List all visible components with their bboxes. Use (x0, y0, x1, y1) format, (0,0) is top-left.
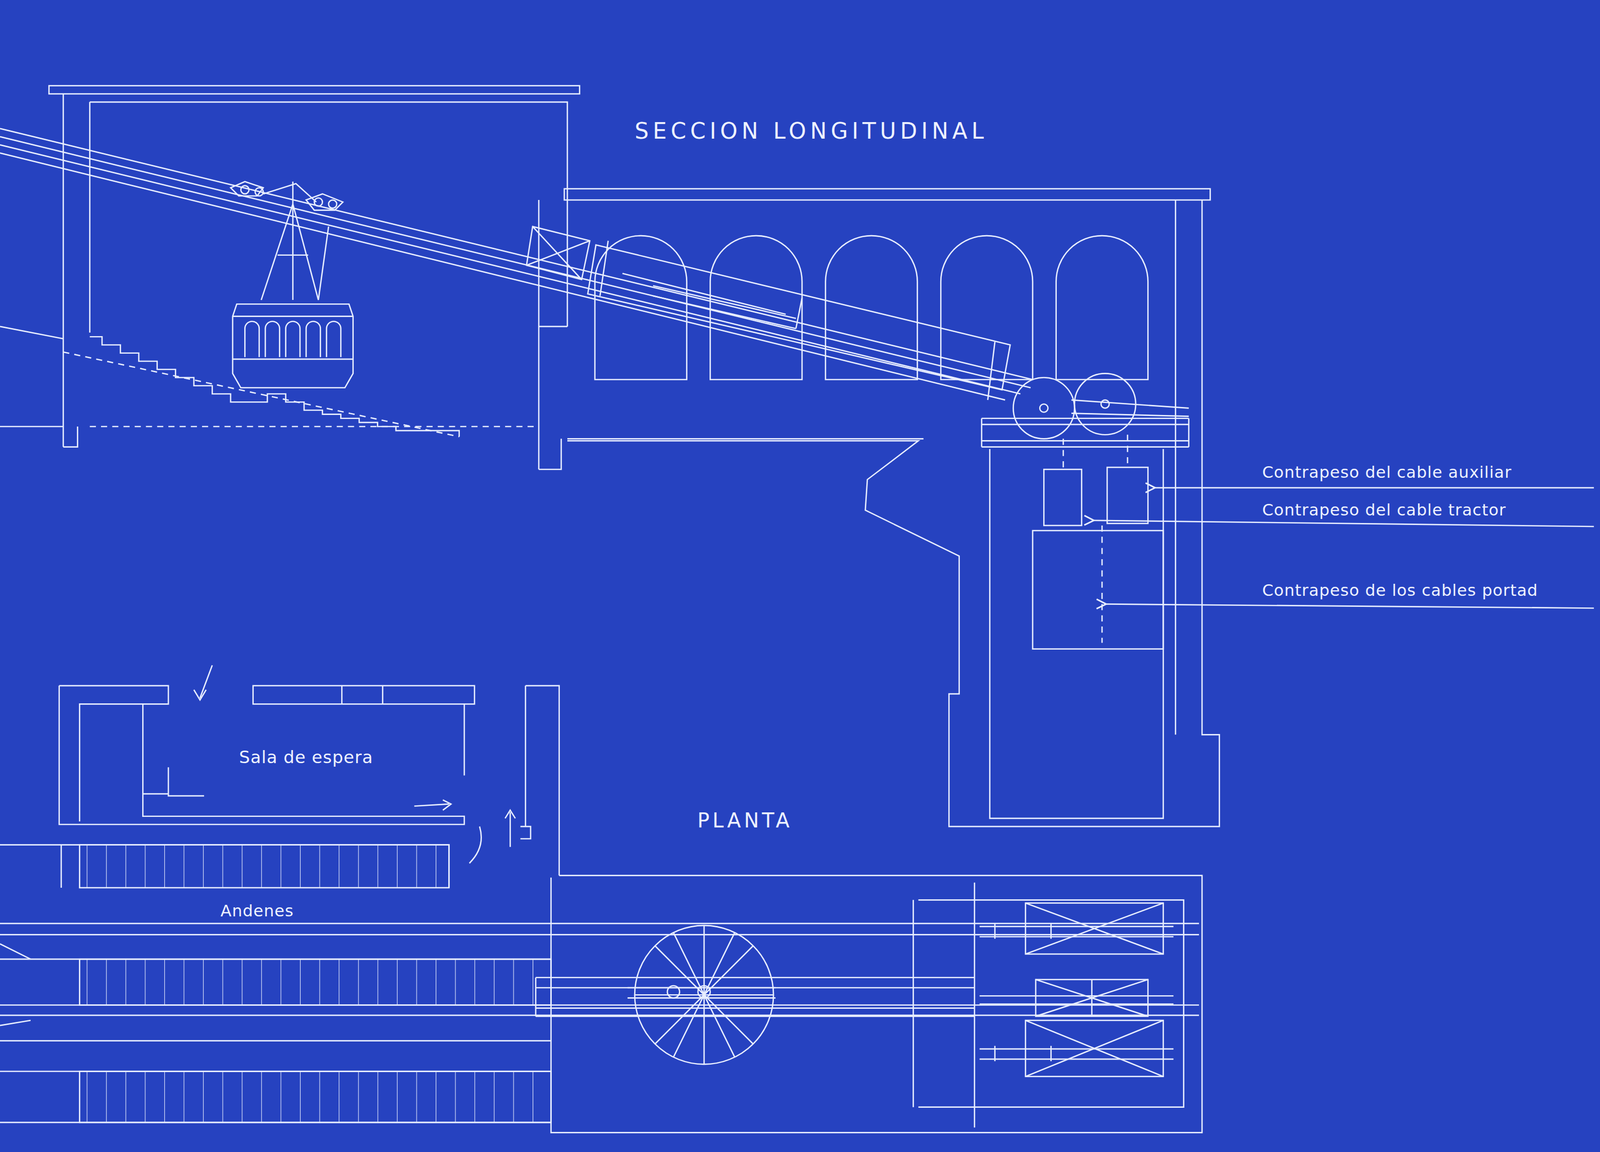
blueprint-line (594, 235, 687, 380)
blueprint-line (1074, 373, 1136, 435)
blueprint-line (79, 1071, 551, 1124)
blueprint-line (240, 185, 249, 194)
blueprint-line (63, 93, 568, 448)
blueprint-line (79, 959, 551, 1006)
blueprint-line (1155, 486, 1594, 489)
blueprint-line (59, 685, 465, 825)
blueprint-line (913, 882, 1184, 1128)
blueprint-line (1056, 235, 1149, 380)
blueprint-line (1032, 530, 1164, 650)
blueprint-line (634, 925, 774, 1065)
blueprint-line (600, 240, 995, 400)
blueprint-line (48, 85, 580, 94)
blueprint-line (168, 767, 205, 796)
plan-view (0, 665, 1203, 1133)
blueprint-line (0, 845, 1199, 1016)
blueprint-line (255, 187, 264, 196)
blueprint-line (940, 235, 1033, 380)
blueprint-line (261, 204, 329, 300)
blueprint-line (263, 181, 317, 205)
callout-label: Contrapeso del cable auxiliar (1259, 463, 1516, 482)
blueprint-line (328, 200, 337, 209)
blueprint-line (1063, 434, 1128, 643)
blueprint-line (0, 426, 924, 439)
blueprint-line (520, 685, 560, 876)
blueprint-line (1043, 469, 1082, 526)
blueprint-line (710, 235, 803, 380)
blueprint-line (193, 689, 516, 819)
section-view (0, 85, 1594, 828)
blueprint-line (1106, 604, 1594, 609)
view-title: SECCION LONGITUDINAL (631, 118, 991, 145)
platform-label: Andenes (217, 902, 297, 921)
blueprint-line (1035, 979, 1148, 1017)
blueprint-line (230, 181, 343, 211)
blueprint-line (1107, 467, 1148, 524)
view-title: PLANTA (694, 809, 796, 833)
blueprint-line (1013, 377, 1075, 439)
blueprint-line (1071, 400, 1189, 417)
blueprint-line (526, 226, 590, 280)
blueprint-line (627, 987, 776, 998)
blueprint-line (1039, 404, 1048, 413)
blueprint-line (63, 352, 460, 438)
blueprint-line (232, 316, 354, 360)
blueprint-line (1025, 903, 1164, 955)
blueprint-line (994, 923, 1052, 1062)
blueprint-line (142, 793, 169, 795)
blueprint-line (253, 685, 475, 705)
blueprint-line (981, 418, 1189, 448)
blueprint-line (535, 977, 975, 1017)
blueprint-line (0, 128, 1033, 400)
blueprint-line (538, 200, 568, 470)
blueprint-line (622, 273, 796, 329)
blueprint-line (567, 200, 1220, 827)
blueprint-line (0, 326, 460, 437)
blueprint-line (634, 925, 774, 1065)
blueprint-line (551, 875, 1203, 1134)
blueprint-line (0, 944, 31, 1026)
callout-label: Contrapeso de los cables portad (1259, 581, 1542, 600)
blueprint-line (200, 665, 511, 864)
blueprint-line (564, 188, 1211, 200)
blueprint-line (989, 449, 1164, 819)
blueprint-line (89, 426, 539, 428)
blueprint-line (232, 304, 354, 388)
blueprint-line (979, 926, 1174, 1060)
blueprint-line (0, 959, 552, 1123)
blueprint-line (1101, 400, 1110, 409)
blueprint-line (1035, 979, 1148, 1017)
blueprint-line (1025, 903, 1164, 955)
blueprint-line (587, 244, 1011, 390)
blueprint-line (244, 321, 341, 358)
callout-label: Contrapeso del cable tractor (1259, 501, 1510, 520)
blueprint-line (277, 254, 309, 256)
blueprint-line (79, 845, 449, 888)
room-label: Sala de espera (236, 747, 377, 768)
blueprint-line (1093, 520, 1594, 527)
